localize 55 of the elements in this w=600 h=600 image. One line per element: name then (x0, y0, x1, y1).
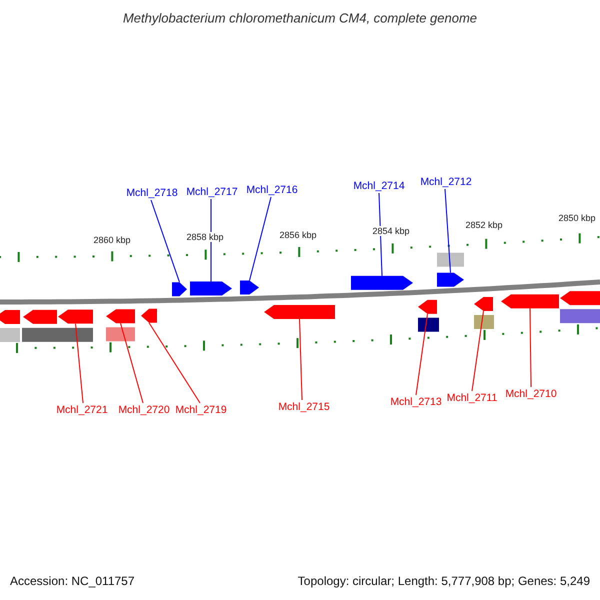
gene-feature (58, 310, 93, 324)
gene-feature (240, 280, 259, 295)
map-title: Methylobacterium chloromethanicum CM4, complete genome (122, 10, 478, 26)
gene-label: Mchl_2719 (175, 404, 227, 416)
gene-feature (0, 310, 20, 324)
leader-line (210, 198, 212, 282)
gene-feature (190, 282, 232, 296)
feature-bar (0, 328, 20, 342)
tick-label: 2850 kbp (557, 213, 597, 223)
leader-line (472, 310, 484, 392)
gene-feature (172, 282, 187, 296)
gene-label: Mchl_2718 (126, 187, 178, 199)
leader-line (150, 200, 180, 283)
leader-line (530, 308, 532, 388)
leader-line (148, 322, 200, 404)
gene-feature (474, 297, 493, 311)
gene-feature (560, 291, 600, 306)
tick-label: 2854 kbp (371, 226, 411, 236)
feature-bar (106, 327, 135, 342)
accession-text: Accession: NC_011757 (10, 574, 135, 588)
feature-bar (22, 328, 93, 342)
gene-label: Mchl_2717 (186, 186, 238, 198)
gene-feature (418, 300, 437, 314)
gene-label: Mchl_2714 (353, 180, 405, 192)
tick-label: 2852 kbp (464, 220, 504, 230)
gene-label: Mchl_2721 (56, 404, 108, 416)
gene-feature (106, 309, 135, 324)
leader-line (444, 188, 451, 274)
leader-line (75, 323, 84, 404)
gene-label: Mchl_2713 (390, 396, 442, 408)
gene-feature (23, 310, 57, 324)
genome-summary-text: Topology: circular; Length: 5,777,908 bp; Genes: 5,249 (298, 574, 590, 588)
leader-line (120, 322, 144, 404)
gene-feature (141, 308, 157, 323)
gene-feature (501, 294, 559, 308)
leader-line (299, 318, 302, 400)
leader-line (249, 196, 272, 282)
leader-line (378, 192, 382, 276)
gene-feature (437, 272, 464, 287)
gene-feature (264, 305, 335, 320)
gene-label: Mchl_2711 (446, 392, 498, 404)
gene-label: Mchl_2712 (420, 176, 472, 188)
gene-label: Mchl_2720 (118, 404, 170, 416)
tick-label: 2860 kbp (92, 235, 132, 245)
feature-bar (560, 309, 600, 324)
gene-label: Mchl_2715 (278, 401, 330, 413)
leader-line (416, 313, 428, 396)
gene-label: Mchl_2716 (246, 184, 298, 196)
tick-label: 2856 kbp (278, 230, 318, 240)
feature-bar (474, 314, 494, 329)
tick-label: 2858 kbp (185, 232, 225, 242)
gene-feature (351, 276, 413, 290)
feature-bar (418, 318, 439, 332)
feature-bar (437, 252, 464, 267)
gene-label: Mchl_2710 (505, 388, 557, 400)
